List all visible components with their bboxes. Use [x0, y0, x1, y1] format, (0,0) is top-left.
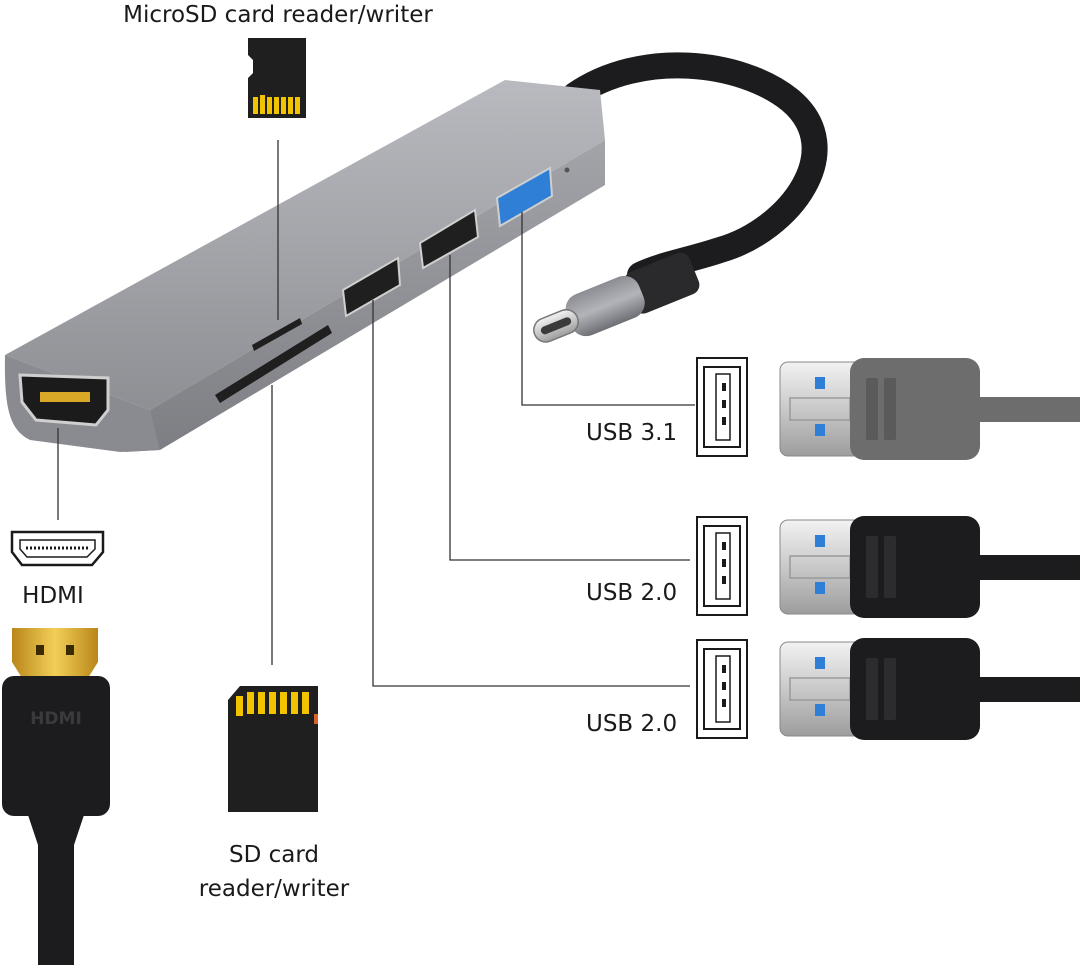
hub-cable — [562, 52, 828, 288]
status-led — [564, 167, 570, 173]
label-sd-line1: SD card — [229, 842, 319, 868]
usb-plug-icon-31 — [779, 358, 1080, 460]
usb-port-icon — [696, 357, 748, 457]
microsd-slot — [252, 318, 302, 351]
label-usb20-top: USB 2.0 — [586, 580, 677, 606]
usb-port-b — [418, 208, 480, 270]
usb-c-hub — [4, 52, 828, 452]
usb-port-a — [341, 256, 402, 318]
sd-card-icon — [228, 686, 318, 812]
label-sd-line2: reader/writer — [199, 876, 350, 902]
leader-lines — [57, 140, 695, 687]
usb-c-plug-icon — [533, 252, 700, 343]
hdmi-port-icon — [10, 530, 105, 567]
label-usb31: USB 3.1 — [586, 420, 677, 446]
usb-plug-icon-20-bottom — [779, 638, 1080, 740]
label-usb20-bottom: USB 2.0 — [586, 711, 677, 737]
microsd-card-icon — [248, 38, 306, 118]
leader-usb20-bottom — [372, 300, 690, 687]
usb-plug-icon-20-top — [779, 516, 1080, 618]
leader-usb31 — [521, 212, 695, 406]
sd-slot — [215, 325, 332, 403]
label-hdmi: HDMI — [22, 583, 84, 609]
leader-usb20-top — [449, 255, 690, 561]
hdmi-plug-text: HDMI — [30, 709, 82, 729]
usb-port-icon-2 — [696, 516, 748, 616]
usb-port-icon-3 — [696, 639, 748, 739]
usb-port-c — [495, 166, 554, 228]
hub-top-face — [5, 80, 605, 410]
hdmi-plug-icon: HDMI — [2, 628, 110, 965]
label-microsd: MicroSD card reader/writer — [123, 2, 433, 28]
